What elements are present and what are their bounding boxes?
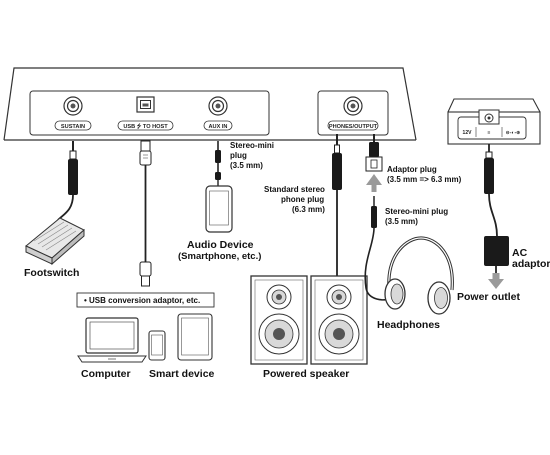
aux-in-label: AUX IN [209, 124, 228, 130]
powered-speaker-left [250, 275, 308, 365]
tablet-icon [177, 313, 213, 361]
sustain-label-box [54, 120, 92, 131]
standard-stereo-phone-plug [332, 134, 342, 190]
adaptor-dc-cable [488, 193, 498, 237]
stereo-mini-plug-label-line1: Stereo-mini [230, 141, 274, 150]
standard-stereo-label-line3: (6.3 mm) [292, 205, 325, 214]
headphone-stereo-mini-plug [371, 196, 377, 228]
aux-in-jack [208, 96, 228, 116]
computer-icon [77, 317, 147, 363]
usb-conversion-note: • USB conversion adaptor, etc. [84, 296, 200, 305]
sustain-label: SUSTAIN [61, 124, 85, 130]
headphone-cable [364, 227, 393, 301]
aux-stereo-mini-plug-top [215, 141, 221, 163]
usb-label-box [117, 120, 174, 131]
phones-label-box [327, 120, 379, 131]
ac-adaptor-label-line1: AC [512, 247, 528, 259]
footswitch-cable [57, 194, 74, 221]
phones-output-jack [343, 96, 363, 116]
adaptor-plug-label-line2: (3.5 mm => 6.3 mm) [387, 175, 462, 184]
adaptor-rating-mark: ≡ [488, 130, 491, 136]
audio-device-sublabel: (Smartphone, etc.) [178, 251, 261, 262]
ac-adaptor-body [484, 236, 509, 266]
standard-stereo-label-line2: phone plug [281, 195, 324, 204]
usb-a-plug [139, 261, 152, 287]
usb-b-plug [139, 140, 152, 166]
adaptor-voltage-label: 12V [463, 130, 473, 136]
stereo-mini-plug-label-line3: (3.5 mm) [230, 161, 263, 170]
headphones-label: Headphones [377, 319, 440, 331]
adaptor-plug-label-line1: Adaptor plug [387, 165, 437, 174]
aux-stereo-mini-plug-bottom [215, 172, 221, 186]
footswitch-label: Footswitch [24, 267, 79, 279]
dc-plug [484, 144, 494, 194]
aux-label-box [203, 120, 233, 131]
usb-port [136, 96, 155, 113]
powered-speaker-right [310, 275, 368, 365]
usb-conversion-note-box [76, 292, 215, 308]
stereo-mini-plug-label-line2: plug [230, 151, 247, 160]
footswitch-plug [68, 141, 78, 195]
power-outlet-label: Power outlet [457, 291, 521, 303]
adaptor-plug [365, 134, 383, 172]
headphones-icon [384, 236, 454, 315]
stereo-mini-plug-bottom-line1: Stereo-mini plug [385, 207, 448, 216]
adaptor-polarity-label: ⊖-◐-⊕ [506, 130, 521, 136]
phones-output-label: PHONES/OUTPUT [329, 124, 378, 130]
ac-adaptor-label-line2: adaptor [512, 258, 550, 270]
adaptor-jack-panel [447, 98, 541, 145]
sustain-jack [63, 96, 83, 116]
insert-arrow-icon [366, 174, 382, 192]
powered-speaker-label: Powered speaker [263, 368, 349, 380]
audio-device-phone-icon [205, 185, 233, 233]
power-arrow-icon [488, 273, 504, 289]
usb-to-host-label: USB ⭍ TO HOST [123, 122, 168, 130]
standard-stereo-label-line1: Standard stereo [264, 185, 325, 194]
footswitch-pedal [25, 217, 85, 266]
audio-device-label: Audio Device [187, 239, 254, 251]
smart-device-label: Smart device [149, 368, 215, 380]
smart-phone-icon [148, 330, 166, 361]
computer-label: Computer [81, 368, 131, 380]
stereo-mini-plug-bottom-line2: (3.5 mm) [385, 217, 418, 226]
